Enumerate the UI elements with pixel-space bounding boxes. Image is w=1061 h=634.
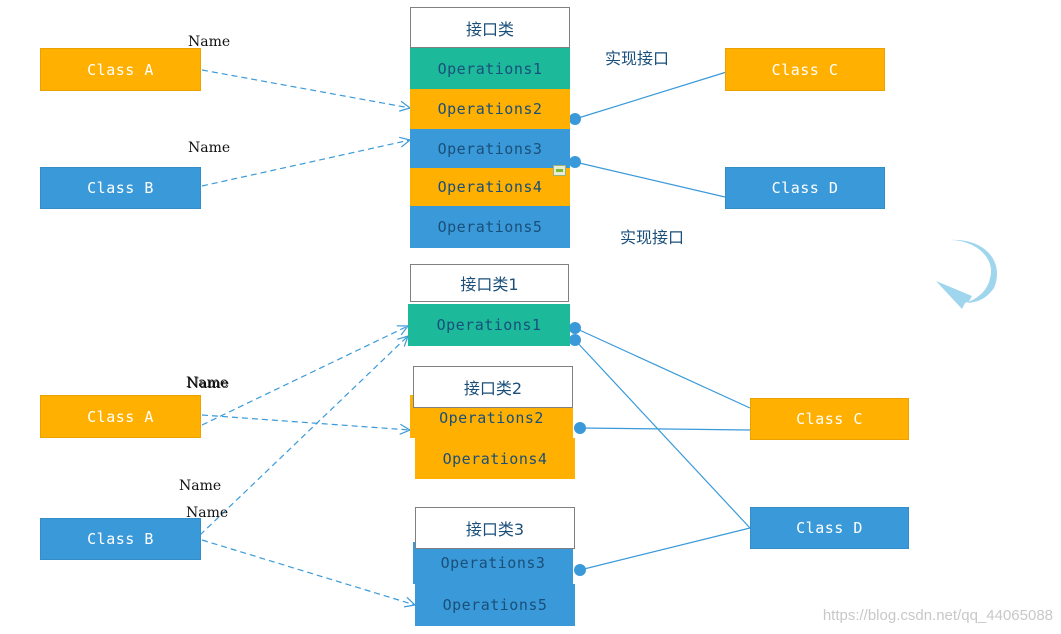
top-op4: Operations4 [410,168,570,206]
dependency-a-interface [201,69,410,108]
bottom-interface2-title: 接口类2 [413,366,573,408]
minimize-icon [553,165,566,176]
lollipop-bottom-4 [574,564,586,576]
top-name-label-a: Name [188,34,231,50]
bottom-name-label-1: Name [186,375,229,391]
bottom-class-a: Class A [40,395,201,438]
bottom-if2-op4: Operations4 [415,438,575,479]
realization-if1-d [574,339,751,529]
dependency-b-if3 [201,539,415,605]
dependency-b-if1 [199,336,408,536]
realization-d [574,161,726,198]
bottom-name-label-2: Name [187,376,230,392]
dependency-b-interface [201,140,410,187]
bottom-interface1-title: 接口类1 [410,264,569,302]
top-class-b: Class B [40,167,201,209]
top-op5: Operations5 [410,206,570,248]
lollipop-top-1 [569,113,581,125]
bottom-if3-op3: Operations3 [413,542,573,584]
bottom-class-c: Class C [750,398,909,440]
top-interface-title: 接口类 [410,7,570,48]
bottom-if3-op5: Operations5 [415,584,575,626]
top-op2: Operations2 [410,89,570,129]
lollipop-bottom-1 [569,322,581,334]
top-op3: Operations3 [410,129,570,168]
bottom-name-label-3: Name [179,478,222,494]
bottom-interface3-title: 接口类3 [415,507,575,549]
dependency-a-if1 [201,326,408,426]
top-implements-label-1: 实现接口 [605,49,670,68]
realization-if1-c [574,327,751,409]
bottom-class-d: Class D [750,507,909,549]
lollipop-top-2 [569,156,581,168]
dependency-a-if2 [201,414,410,430]
watermark: https://blog.csdn.net/qq_44065088 [822,607,1053,624]
top-op1: Operations1 [410,48,570,89]
realization-c [574,69,734,120]
bottom-if1-op1: Operations1 [408,304,570,346]
bottom-name-label-4: Name [186,505,229,521]
top-name-label-b: Name [188,140,231,156]
realization-if2-c [579,427,751,431]
top-implements-label-2: 实现接口 [620,228,685,247]
top-class-a: Class A [40,48,201,91]
realization-if3-d [579,527,751,571]
lollipop-bottom-2 [569,334,581,346]
top-class-d: Class D [725,167,885,209]
lollipop-bottom-3 [574,422,586,434]
curved-arrow-icon [936,239,998,309]
bottom-class-b: Class B [40,518,201,560]
top-class-c: Class C [725,48,885,91]
